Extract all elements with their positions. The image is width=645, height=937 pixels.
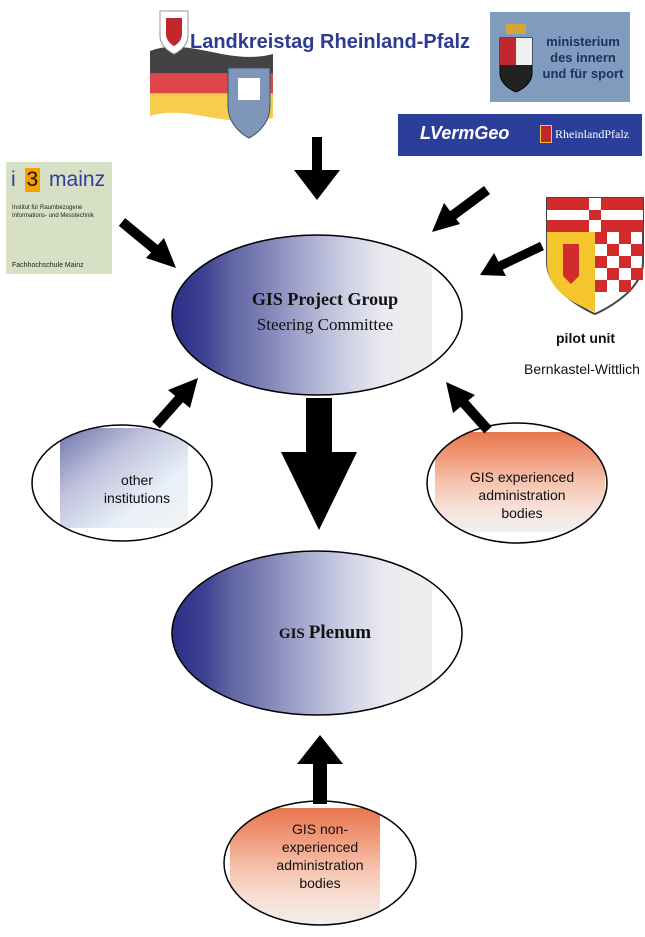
rp-crest-icon <box>540 125 552 143</box>
i3mainz-subtitle: Institut für Raumbezogene Informations- … <box>12 204 94 220</box>
non-experienced-line-2: experienced <box>281 839 359 855</box>
rheinlandpfalz-text: RheinlandPfalz <box>555 127 629 141</box>
other-institutions-label: other institutions <box>82 471 192 507</box>
arrow-experienced-to-project-group <box>446 382 492 434</box>
ministerium-line-1: ministerium <box>546 34 620 49</box>
experienced-line-3: bodies <box>501 505 543 521</box>
arrow-i3mainz-to-project-group <box>118 218 176 268</box>
ministerium-text: ministerium des innern und für sport <box>540 34 626 82</box>
experienced-bodies-node <box>426 422 608 544</box>
other-institutions-line-1: other <box>121 472 153 488</box>
other-institutions-line-2: institutions <box>103 490 171 506</box>
arrow-lvermgeo-to-project-group <box>432 185 490 232</box>
i3mainz-footer: Fachhochschule Mainz <box>12 262 84 269</box>
pilot-unit-label: pilot unit <box>556 330 616 346</box>
i3-i: i <box>11 168 16 191</box>
landkreistag-logo <box>150 10 273 139</box>
arrow-landkreistag-to-project-group <box>294 137 340 200</box>
lvermgeo-text: LVermGeo <box>420 123 510 143</box>
project-group-node <box>171 234 463 396</box>
non-experienced-bodies-node <box>223 800 417 926</box>
plenum-label: GIS Plenum <box>200 622 450 644</box>
arrow-project-group-to-plenum <box>281 398 357 530</box>
non-experienced-line-3: administration <box>276 857 364 873</box>
lvermgeo-logo <box>398 114 642 156</box>
non-experienced-label: GIS non- experienced administration bodi… <box>260 820 380 892</box>
steering-committee-label: Steering Committee <box>256 315 394 334</box>
experienced-label: GIS experienced administration bodies <box>452 468 592 522</box>
ministerium-line-3: und für sport <box>542 66 624 81</box>
i3mainz-subtitle-2: Informations- und Messtechnik <box>12 213 94 219</box>
arrow-pilot-to-project-group <box>480 241 544 276</box>
pilot-unit-crest-icon <box>546 197 644 316</box>
arrow-non-experienced-to-plenum <box>297 735 343 804</box>
non-experienced-line-4: bodies <box>299 875 341 891</box>
landkreistag-title: Landkreistag Rheinland-Pfalz <box>190 31 471 53</box>
plenum-prefix: GIS <box>278 626 305 642</box>
i3mainz-title: i 3 mainz <box>11 168 105 192</box>
experienced-line-2: administration <box>478 487 566 503</box>
other-institutions-node <box>31 424 213 542</box>
project-group-title: GIS Project Group <box>251 289 399 309</box>
plenum-main: Plenum <box>308 622 372 643</box>
i3mainz-subtitle-1: Institut für Raumbezogene <box>12 205 83 211</box>
plenum-node <box>171 550 463 716</box>
arrow-other-institutions-to-project-group <box>152 378 198 429</box>
coat-of-arms-icon <box>499 24 533 93</box>
pilot-unit-name: Bernkastel-Wittlich <box>524 361 640 377</box>
i3mainz-logo <box>6 162 112 274</box>
experienced-line-1: GIS experienced <box>469 469 575 485</box>
non-experienced-line-1: GIS non- <box>291 821 349 837</box>
i3-3: 3 <box>24 168 41 192</box>
project-group-label: GIS Project Group Steering Committee <box>200 289 450 335</box>
i3-mainz: mainz <box>49 168 106 191</box>
ministerium-line-2: des innern <box>550 50 616 65</box>
